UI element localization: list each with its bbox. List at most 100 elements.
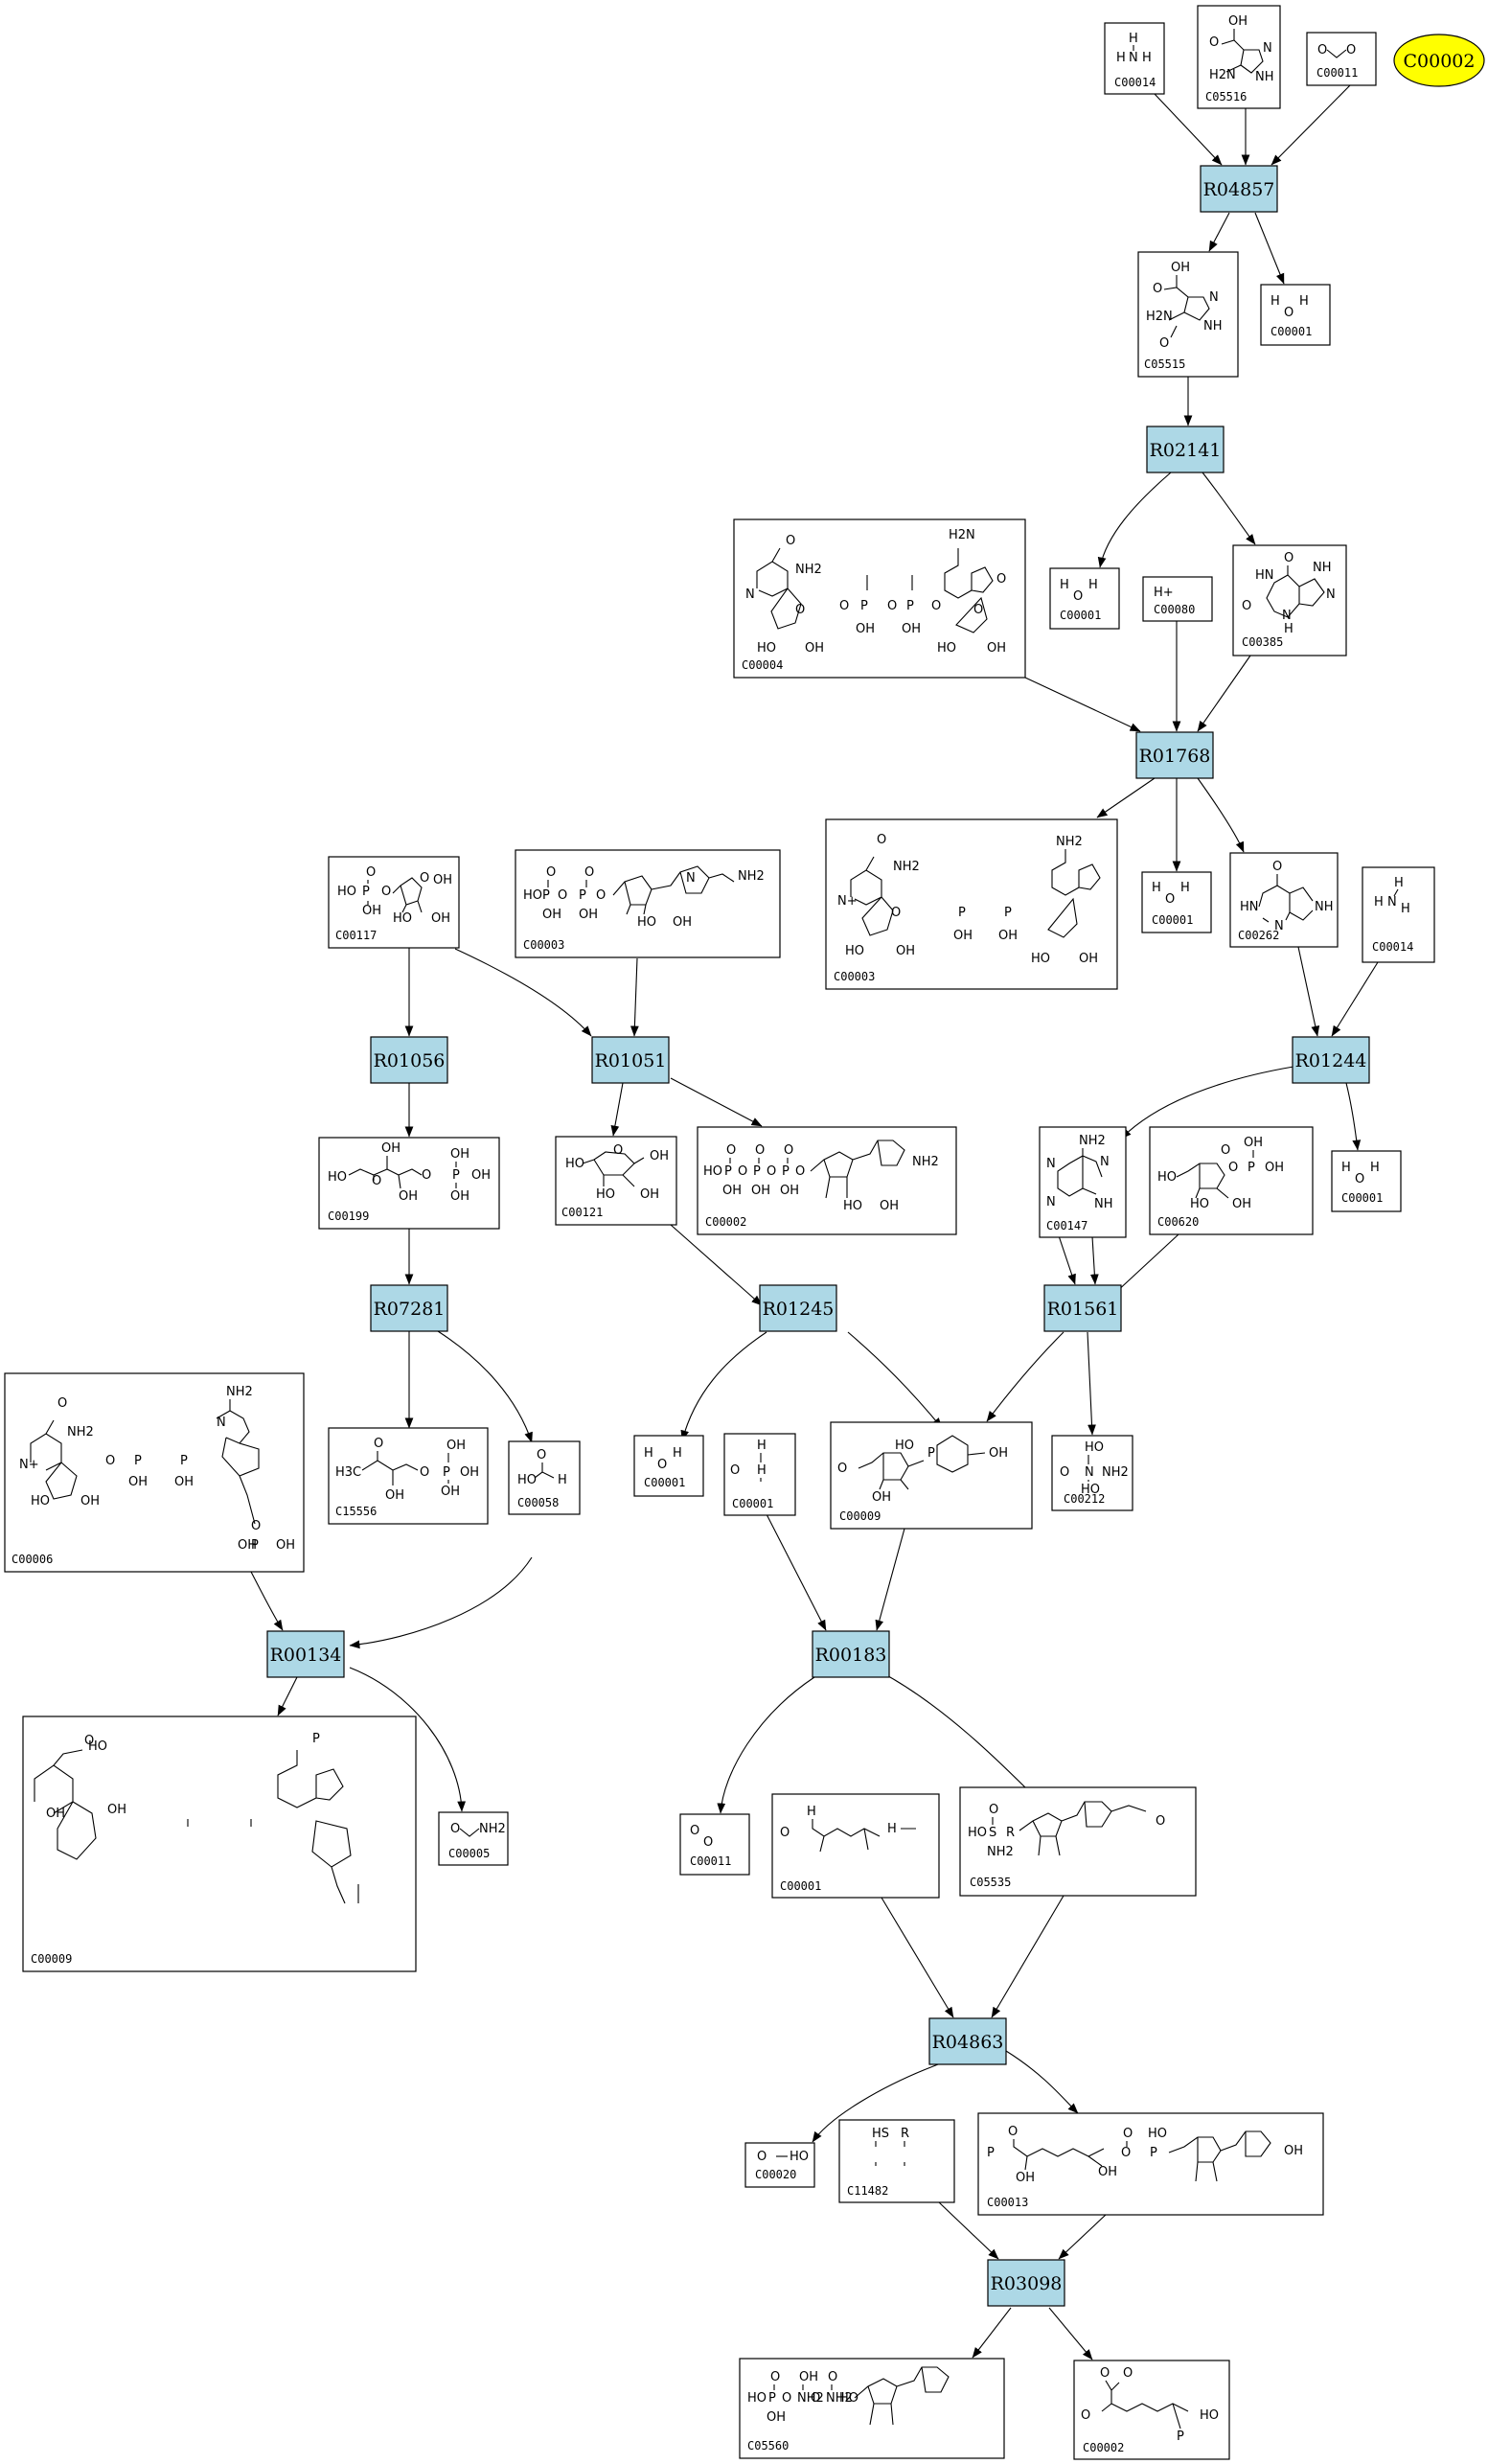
- compound-node[interactable]: OH O N H2N NH O C05515: [1137, 251, 1239, 378]
- reaction-label: R02141: [1150, 440, 1222, 461]
- compound-node[interactable]: O O HO P O P OH OH OH C00013: [977, 2112, 1324, 2216]
- reaction-node[interactable]: R01051: [591, 1036, 670, 1084]
- compound-node[interactable]: H H N H C00014: [1104, 22, 1165, 95]
- atom-label: O: [1272, 860, 1282, 874]
- reaction-node[interactable]: R01245: [759, 1284, 837, 1332]
- atom-label: NH: [1255, 70, 1274, 84]
- compound-node[interactable]: H+ C00080: [1142, 576, 1213, 622]
- atom-label: O: [828, 2370, 837, 2384]
- reaction-node[interactable]: R03098: [987, 2259, 1065, 2307]
- compound-node[interactable]: HO O N NH2 HO C00212: [1051, 1435, 1133, 1511]
- atom-label: NH2: [226, 1385, 253, 1399]
- atom-label: NH: [1315, 900, 1334, 914]
- atom-label: OH: [987, 641, 1006, 656]
- reaction-node[interactable]: R01768: [1135, 731, 1214, 779]
- compound-node[interactable]: HS R C11482: [838, 2119, 955, 2203]
- atom-label: NH2: [912, 1155, 939, 1169]
- reaction-node[interactable]: R01244: [1292, 1036, 1370, 1084]
- compound-node[interactable]: O NH2 NH2 N N+ O P P OH OH HO OH O P OH …: [4, 1372, 305, 1573]
- compound-id: C05516: [1205, 90, 1247, 104]
- compound-node[interactable]: OH O HO O P OH HO OH C00620: [1149, 1126, 1314, 1235]
- atom-label: O: [1355, 1172, 1364, 1186]
- reaction-node[interactable]: R00134: [266, 1630, 345, 1678]
- atom-label: N: [1326, 587, 1336, 602]
- compound-node[interactable]: O HO P OH OH C00009: [22, 1716, 417, 1972]
- compound-node[interactable]: H O H C00001: [723, 1433, 796, 1516]
- compound-node[interactable]: H O H C00001: [1331, 1150, 1402, 1212]
- compound-node[interactable]: H O H C00001: [771, 1793, 940, 1899]
- atom-label: O: [786, 534, 795, 548]
- compound-node[interactable]: O HN N NH C00262: [1229, 852, 1339, 948]
- atom-label: NH2: [67, 1425, 94, 1439]
- atom-label: OH: [953, 929, 973, 943]
- reaction-node[interactable]: R01561: [1043, 1284, 1122, 1332]
- atom-label: O: [703, 1835, 713, 1850]
- atom-label: HS: [872, 2127, 889, 2141]
- compound-node[interactable]: O NH2 H2N N O O O O O P P OH OH O HO OH …: [733, 518, 1026, 679]
- reaction-node[interactable]: R04857: [1200, 165, 1278, 213]
- compound-node[interactable]: OH O N H2N NH C05516: [1197, 5, 1281, 109]
- atom-label: O: [558, 888, 567, 903]
- atom-label: HO: [1157, 1170, 1177, 1185]
- atom-label: OH: [1265, 1161, 1284, 1175]
- compound-id: C00117: [335, 929, 377, 942]
- atom-label: P: [782, 1164, 790, 1179]
- atom-label: H2N: [1146, 310, 1173, 324]
- atom-label: OH: [767, 2410, 786, 2425]
- atom-label: OH: [1228, 14, 1248, 29]
- compound-node[interactable]: H H N H C00014: [1362, 866, 1435, 963]
- highlight-compound[interactable]: C00002: [1393, 34, 1485, 87]
- reaction-label: R01768: [1139, 746, 1211, 767]
- compound-node[interactable]: O HO S R NH2 O C05535: [959, 1786, 1197, 1897]
- compound-node[interactable]: O OH H3C O P OH OH OH C15556: [328, 1427, 489, 1525]
- compound-node[interactable]: H O H C00001: [633, 1435, 704, 1497]
- compound-id: C00620: [1157, 1215, 1199, 1229]
- atom-label: H2N: [949, 528, 975, 542]
- reaction-label: R00134: [270, 1645, 342, 1666]
- atom-label: O: [450, 1822, 460, 1836]
- compound-id: C00121: [561, 1206, 603, 1219]
- compound-node[interactable]: NH2 N N N NH C00147: [1039, 1126, 1127, 1238]
- reactions: R04857 R02141 R01768 R01244 R01056 R0105…: [266, 165, 1370, 2307]
- compound-node[interactable]: O NH2 C00005: [438, 1811, 509, 1866]
- compound-node[interactable]: O HO P O OH O OH HO OH C00117: [328, 856, 460, 949]
- atom-label: O: [811, 2391, 820, 2406]
- compound-id: C00011: [690, 1854, 731, 1868]
- compound-node[interactable]: H O H C00001: [1260, 284, 1331, 346]
- compound-node[interactable]: H O H C00001: [1049, 567, 1120, 630]
- reaction-node[interactable]: R04863: [928, 2017, 1007, 2065]
- atom-label: OH: [381, 1141, 401, 1156]
- atom-label: OH: [896, 944, 915, 958]
- compound-node[interactable]: O O C00011: [1306, 32, 1377, 86]
- compound-node[interactable]: O HO C00020: [744, 2142, 815, 2188]
- atom-label: P: [312, 1732, 320, 1746]
- reaction-node[interactable]: R00183: [812, 1630, 890, 1678]
- reaction-node[interactable]: R01056: [370, 1036, 448, 1084]
- compound-node[interactable]: O OH O HO P O NH2 O NH2 HO OH C05560: [739, 2358, 1005, 2459]
- atom-label: O: [537, 1448, 546, 1462]
- atom-label: H: [1299, 294, 1309, 309]
- compound-id: C05535: [970, 1876, 1011, 1889]
- atom-label: P: [860, 599, 868, 613]
- compound-node[interactable]: O HN NH O N N H C00385: [1232, 544, 1347, 656]
- compound-node[interactable]: H O H C00001: [1141, 871, 1212, 933]
- compound-node[interactable]: O O C00011: [679, 1813, 750, 1876]
- atom-label: P: [362, 885, 370, 899]
- compound-node[interactable]: OH OH HO O O P OH OH OH C00199: [318, 1137, 500, 1230]
- compound-node[interactable]: O O O HO P C00002: [1073, 2360, 1230, 2460]
- compound-node[interactable]: O HO P OH OH C00009: [830, 1421, 1033, 1530]
- compound-id: C00011: [1316, 66, 1358, 80]
- reaction-label: R03098: [991, 2273, 1063, 2294]
- compound-node[interactable]: O O O HO P O P O P O OH OH OH NH2 HO OH …: [697, 1126, 957, 1235]
- compound-node[interactable]: O NH2 NH2 N+ O P P OH OH HO OH HO OH C00…: [825, 818, 1118, 990]
- atom-label: HN: [1240, 900, 1259, 914]
- atom-label: S: [989, 1826, 996, 1840]
- compound-node[interactable]: O HO H C00058: [508, 1440, 581, 1515]
- atom-label: N+: [837, 894, 858, 909]
- atom-label: P: [251, 1538, 259, 1553]
- reaction-node[interactable]: R02141: [1146, 426, 1225, 473]
- compound-node[interactable]: O O HO P O P O OH OH N NH2 HO OH C00003: [515, 849, 781, 958]
- reaction-node[interactable]: R07281: [370, 1284, 448, 1332]
- compound-node[interactable]: HO O OH HO OH C00121: [555, 1136, 677, 1226]
- atom-label: H: [1180, 881, 1190, 895]
